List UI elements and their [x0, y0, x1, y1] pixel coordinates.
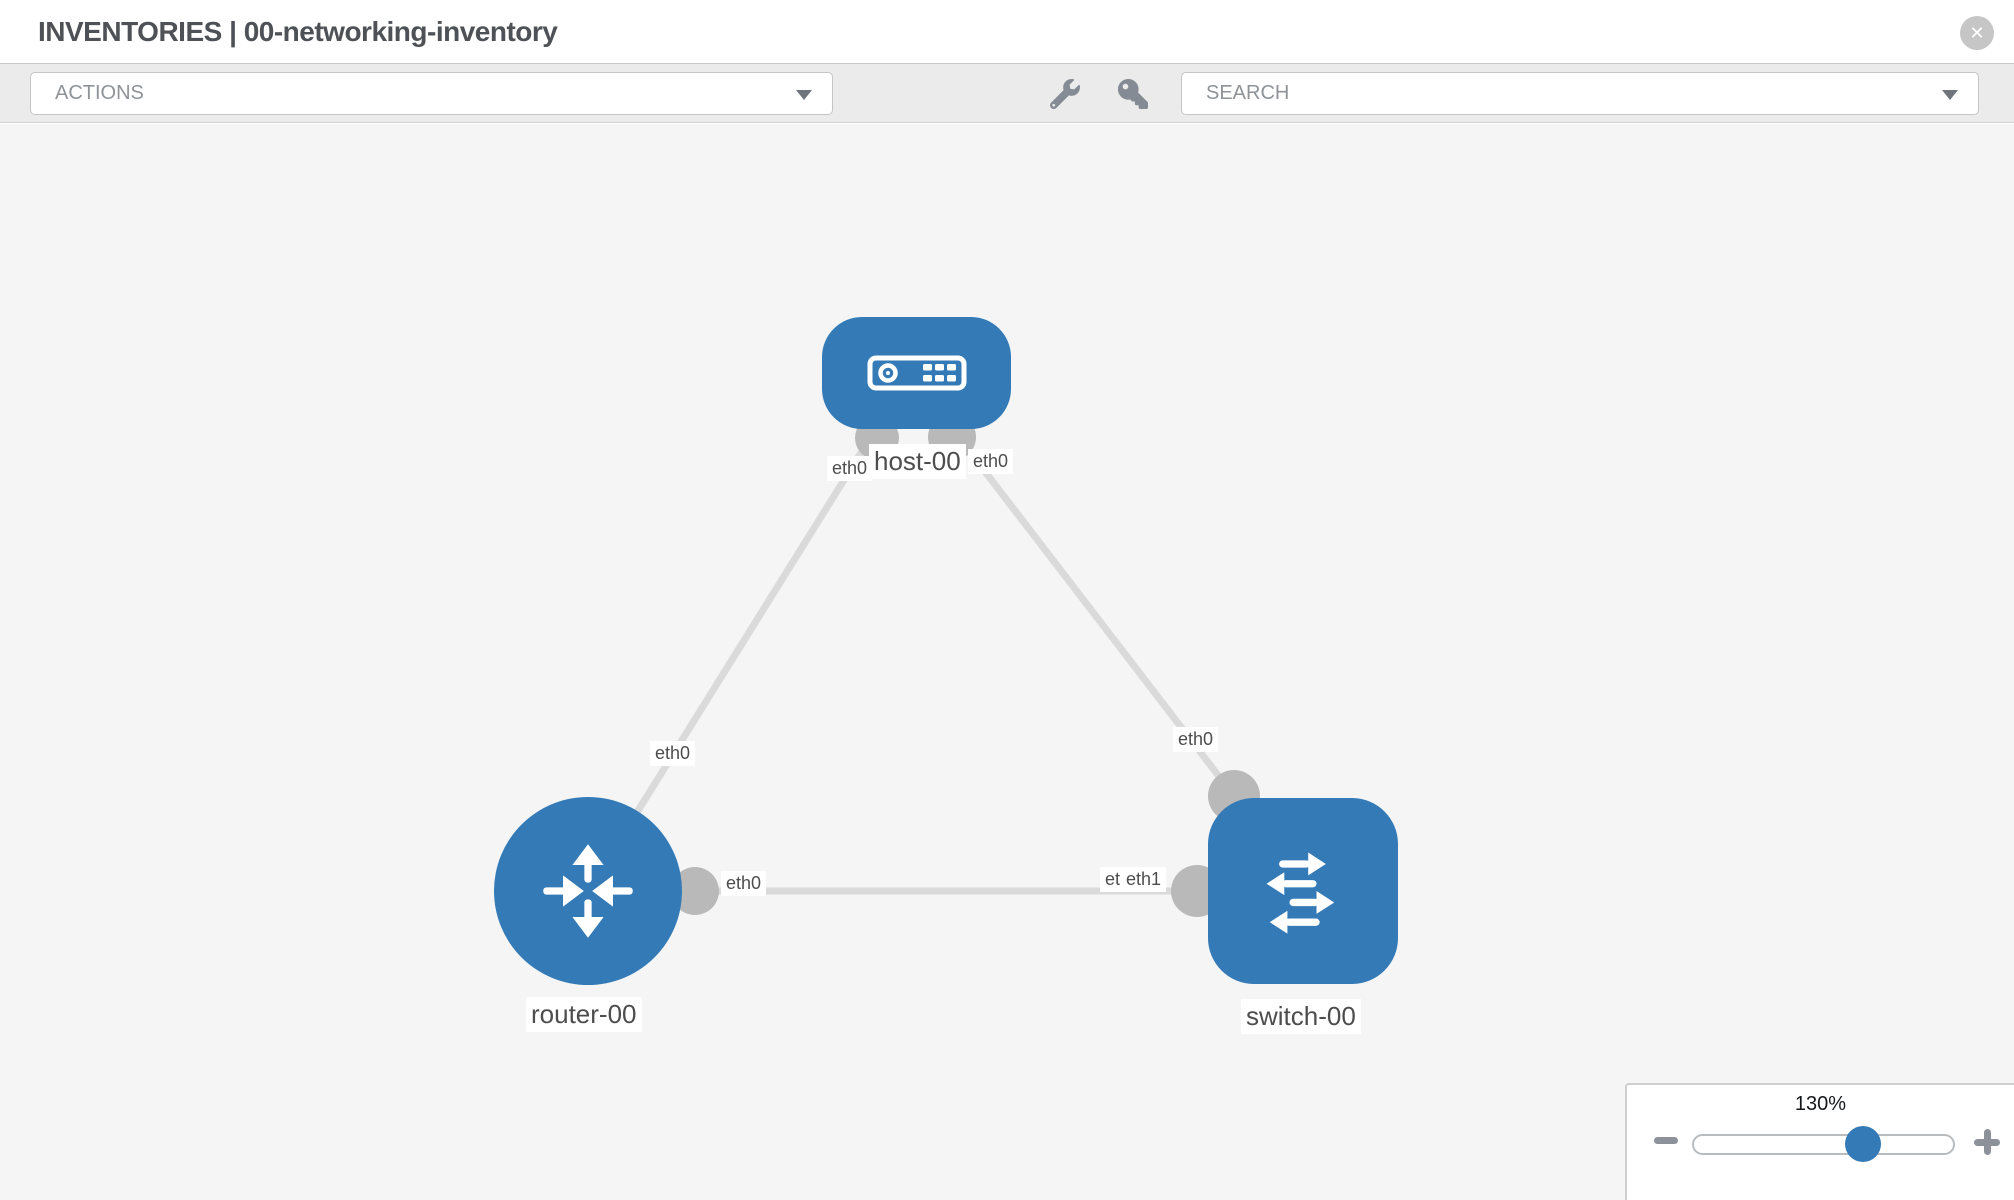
- port-label-switch-left-over: eth1: [1121, 867, 1167, 892]
- zoom-in-button[interactable]: [1974, 1129, 2000, 1155]
- toolbar: ACTIONS SEARCH: [0, 63, 2014, 123]
- search-dropdown-label: SEARCH: [1206, 82, 1290, 104]
- wrench-icon: [1050, 79, 1080, 109]
- chevron-down-icon: [1942, 90, 1958, 100]
- node-switch-00[interactable]: [1208, 798, 1398, 984]
- header: INVENTORIES | 00-networking-inventory ✕: [0, 0, 2014, 63]
- router-icon: [543, 844, 633, 938]
- node-host-00[interactable]: [822, 317, 1011, 429]
- actions-dropdown-label: ACTIONS: [55, 82, 144, 104]
- port-label-router-right: eth0: [721, 871, 767, 896]
- port-label-router-top: eth0: [650, 741, 696, 766]
- chevron-down-icon: [796, 90, 812, 100]
- switch-icon: [1266, 852, 1335, 934]
- search-dropdown[interactable]: SEARCH: [1181, 72, 1979, 115]
- node-label-router: router-00: [526, 997, 642, 1032]
- zoom-out-button[interactable]: [1654, 1137, 1678, 1144]
- node-label-host: host-00: [869, 444, 966, 479]
- zoom-slider-thumb[interactable]: [1845, 1126, 1881, 1162]
- links-layer: [585, 413, 1303, 917]
- node-label-switch: switch-00: [1241, 999, 1361, 1034]
- port-label-host-right: eth0: [968, 449, 1014, 474]
- zoom-level: 130%: [1794, 1093, 1847, 1115]
- page-title: INVENTORIES | 00-networking-inventory: [38, 16, 558, 47]
- wrench-button[interactable]: [1043, 73, 1087, 115]
- port-circle-router-right: [671, 867, 719, 915]
- plus-icon: [1983, 1129, 1991, 1155]
- host-icon: [867, 355, 966, 391]
- close-icon: ✕: [1969, 23, 1985, 43]
- close-button[interactable]: ✕: [1960, 16, 1994, 50]
- node-router-00[interactable]: [494, 797, 682, 985]
- key-button[interactable]: [1111, 73, 1155, 115]
- topology-canvas[interactable]: eth0 host-00 eth0 eth0 eth0 eth0 eth0 et…: [0, 124, 2014, 1200]
- zoom-panel: 130%: [1625, 1083, 2014, 1200]
- zoom-slider-track[interactable]: [1692, 1134, 1955, 1155]
- port-label-host-left: eth0: [827, 456, 873, 481]
- port-label-switch-top: eth0: [1173, 727, 1219, 752]
- key-icon: [1118, 79, 1148, 109]
- actions-dropdown[interactable]: ACTIONS: [30, 72, 833, 115]
